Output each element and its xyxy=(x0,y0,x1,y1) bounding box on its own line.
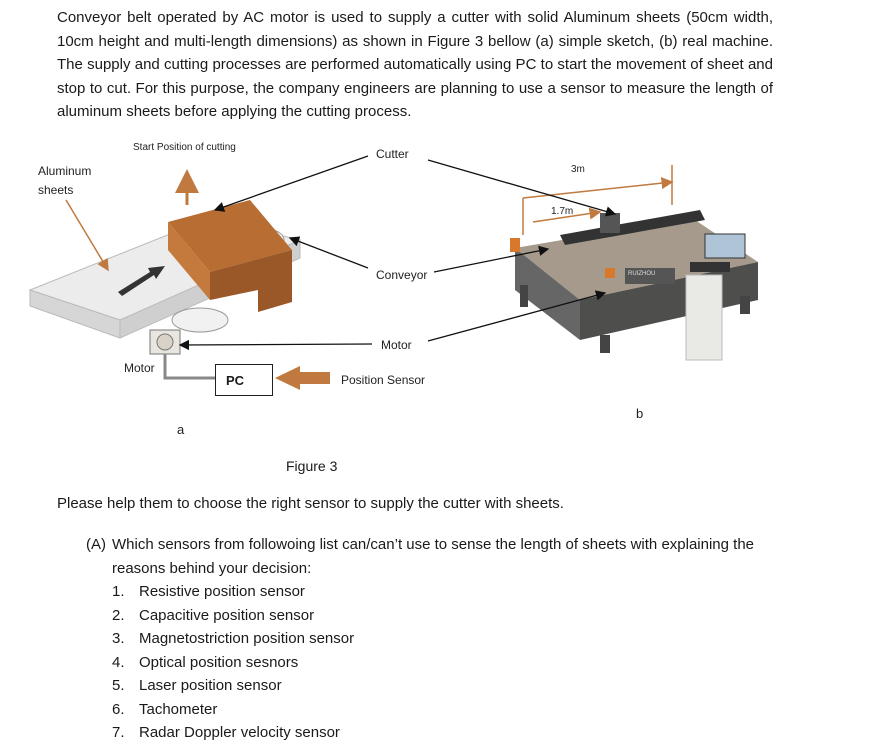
label-sheets: sheets xyxy=(38,183,74,197)
list-item: 5.Laser position sensor xyxy=(112,677,282,694)
label-cutter: Cutter xyxy=(376,147,409,161)
label-a: a xyxy=(177,422,185,437)
figure-caption: Figure 3 xyxy=(286,458,338,474)
question-text: Which sensors from followoing list can/c… xyxy=(112,536,755,577)
label-conveyor: Conveyor xyxy=(376,268,428,282)
machine-b xyxy=(510,165,758,361)
question-number: (A) xyxy=(86,536,106,553)
sensor-list: 1.Resistive position sensor 2.Capacitive… xyxy=(112,580,354,745)
pc-box: PC xyxy=(215,364,273,396)
label-start-position: Start Position of cutting xyxy=(133,142,236,153)
dimension-1-7m: 1.7m xyxy=(551,206,574,217)
list-item: 6.Tachometer xyxy=(112,700,218,718)
sketch-a xyxy=(28,169,330,390)
figure-3-illustration xyxy=(28,155,758,390)
list-item: 1.Resistive position sensor xyxy=(112,583,305,600)
label-aluminum: Aluminum xyxy=(38,164,92,178)
list-item: 7.Radar Doppler velocity sensor xyxy=(112,724,340,741)
label-position-sensor: Position Sensor xyxy=(341,373,426,387)
label-motor-sketch: Motor xyxy=(124,361,155,375)
help-prompt: Please help them to choose the right sen… xyxy=(57,495,564,512)
dimension-3m: 3m xyxy=(571,164,585,175)
label-b: b xyxy=(636,406,644,421)
intro-paragraph: Conveyor belt operated by AC motor is us… xyxy=(57,9,773,120)
list-item: 4.Optical position sesnors xyxy=(112,653,299,671)
list-item: 2.Capacitive position sensor xyxy=(112,606,315,624)
label-motor: Motor xyxy=(381,338,412,352)
list-item: 3.Magnetostriction position sensor xyxy=(112,630,355,647)
question-a: (A) Which sensors from followoing list c… xyxy=(86,533,776,580)
machine-brand: RUIZHOU xyxy=(628,271,656,277)
